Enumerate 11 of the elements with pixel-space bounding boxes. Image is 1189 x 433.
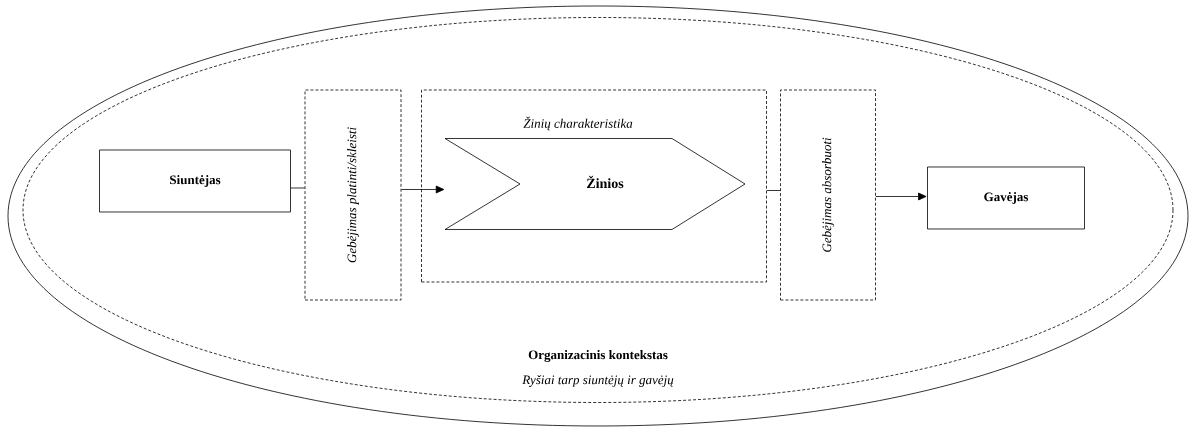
characteristic-label: Žinių charakteristika xyxy=(523,116,633,131)
process-box: Gavėjas xyxy=(927,166,1085,230)
capability-box: Gebėjimas platinti/skleisti xyxy=(304,89,402,301)
connector-line xyxy=(766,190,781,191)
arrow xyxy=(875,192,927,201)
capability-box: Gebėjimas absorbuoti xyxy=(780,89,876,301)
connector-line xyxy=(290,187,305,189)
context-label: Ryšiai tarp siuntėjų ir gavėjų xyxy=(522,375,674,387)
context-label: Organizacinis kontekstas xyxy=(528,350,668,362)
arrow xyxy=(401,185,445,194)
process-box: Siuntėjas xyxy=(99,149,291,213)
